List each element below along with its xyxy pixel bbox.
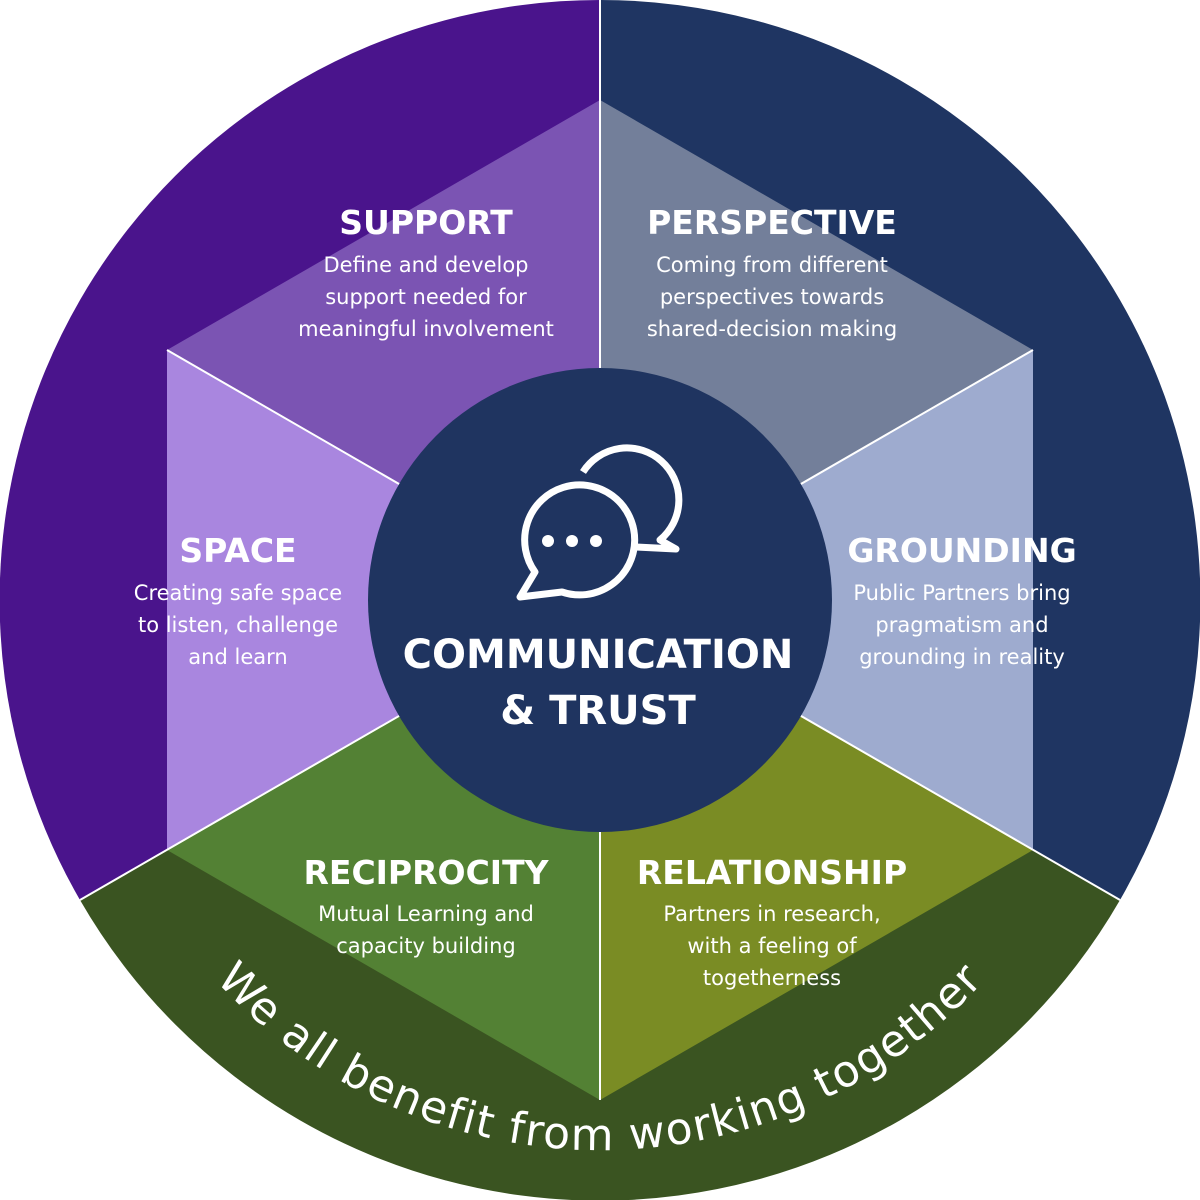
reciprocity-text-group: RECIPROCITY Mutual Learning and capacity…	[303, 853, 549, 958]
support-title: SUPPORT	[339, 203, 513, 242]
grounding-desc-line-3: grounding in reality	[859, 645, 1065, 669]
reciprocity-title: RECIPROCITY	[303, 853, 549, 892]
grounding-desc-line-1: Public Partners bring	[853, 581, 1070, 605]
chat-dot-1	[542, 535, 554, 547]
space-desc-line-1: Creating safe space	[134, 581, 342, 605]
grounding-title: GROUNDING	[847, 531, 1076, 570]
support-desc-line-3: meaningful involvement	[298, 317, 554, 341]
support-desc-line-2: support needed for	[325, 285, 527, 309]
support-text-group: SUPPORT Define and develop support neede…	[298, 203, 554, 341]
relationship-title: RELATIONSHIP	[637, 853, 907, 892]
chat-bubbles-icon	[516, 444, 683, 601]
perspective-title: PERSPECTIVE	[647, 203, 897, 242]
space-text-group: SPACE Creating safe space to listen, cha…	[134, 531, 342, 669]
relationship-desc-line-2: with a feeling of	[687, 934, 857, 958]
front-bubble	[516, 481, 639, 601]
support-desc-line-1: Define and develop	[323, 253, 528, 277]
perspective-desc-line-3: shared-decision making	[647, 317, 897, 341]
perspective-desc-line-1: Coming from different	[656, 253, 888, 277]
space-desc-line-2: to listen, challenge	[138, 613, 338, 637]
grounding-desc-line-2: pragmatism and	[875, 613, 1048, 637]
reciprocity-desc-line-2: capacity building	[336, 934, 515, 958]
reciprocity-desc-line-1: Mutual Learning and	[318, 902, 534, 926]
space-desc-line-3: and learn	[188, 645, 287, 669]
center-title-line-1: COMMUNICATION	[403, 632, 794, 678]
relationship-desc-line-1: Partners in research,	[663, 902, 880, 926]
perspective-desc-line-2: perspectives towards	[660, 285, 884, 309]
chat-dot-3	[590, 535, 602, 547]
relationship-text-group: RELATIONSHIP Partners in research, with …	[637, 853, 907, 990]
grounding-text-group: GROUNDING Public Partners bring pragmati…	[847, 531, 1076, 669]
relationship-desc-line-3: togetherness	[703, 966, 841, 990]
center-circle	[368, 368, 832, 832]
space-title: SPACE	[179, 531, 296, 570]
chat-dot-2	[566, 535, 578, 547]
center-title-line-2: & TRUST	[500, 688, 696, 734]
perspective-text-group: PERSPECTIVE Coming from different perspe…	[647, 203, 897, 341]
back-bubble	[580, 444, 683, 553]
